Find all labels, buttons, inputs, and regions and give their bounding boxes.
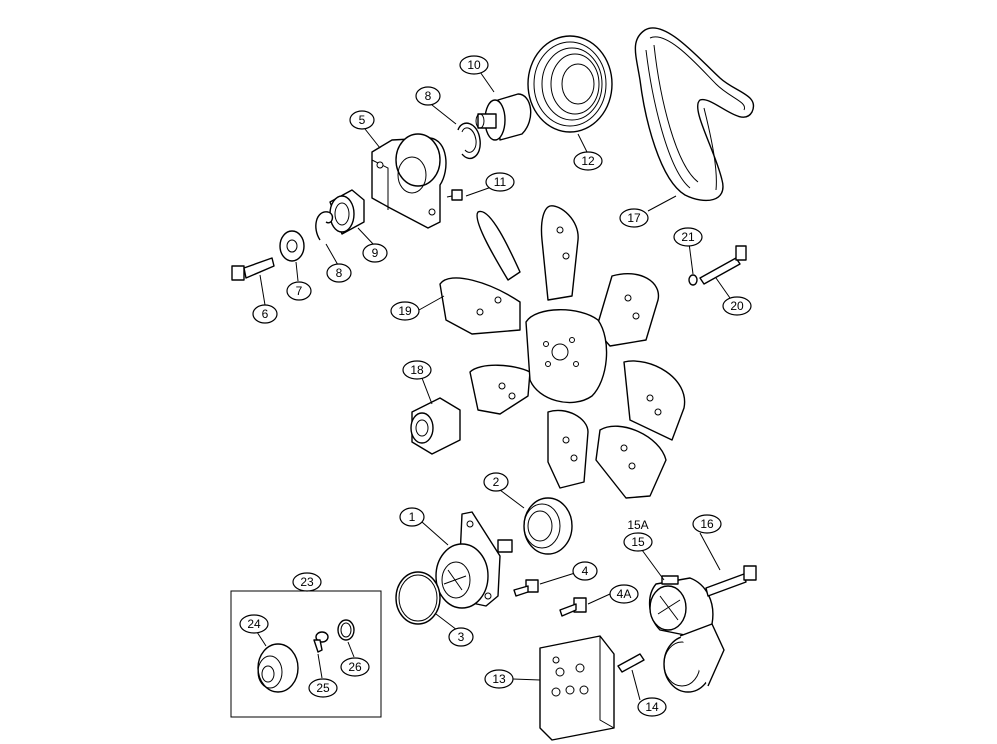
svg-text:10: 10 <box>467 58 481 72</box>
part-mounting-plate <box>539 635 615 741</box>
svg-text:12: 12 <box>581 154 595 168</box>
part-snap-ring-lower <box>315 211 334 241</box>
part-bolt-11 <box>446 189 463 201</box>
part-bolt-4a <box>559 597 587 617</box>
svg-text:4: 4 <box>582 564 589 578</box>
svg-text:8: 8 <box>425 89 432 103</box>
svg-text:5: 5 <box>359 113 366 127</box>
callout-5: 5 <box>349 110 375 130</box>
part-fan <box>439 205 686 499</box>
svg-text:26: 26 <box>348 660 362 674</box>
svg-text:25: 25 <box>316 681 330 695</box>
callout-17: 17 <box>619 208 649 228</box>
callout-20: 20 <box>722 296 752 316</box>
callout-9: 9 <box>362 243 388 263</box>
part-bolt-16 <box>705 565 757 597</box>
svg-text:4A: 4A <box>617 587 632 601</box>
part-ring-26 <box>337 619 355 641</box>
svg-text:15A: 15A <box>627 518 648 532</box>
callout-8-upper: 8 <box>415 86 441 106</box>
kit-box-23 <box>230 590 382 718</box>
part-o-ring <box>395 571 441 625</box>
part-idler-24 <box>257 643 299 693</box>
callout-19: 19 <box>390 301 420 321</box>
part-bolt-25 <box>313 631 329 653</box>
svg-text:9: 9 <box>372 246 379 260</box>
part-bearing <box>329 189 365 235</box>
svg-text:6: 6 <box>262 307 269 321</box>
svg-text:17: 17 <box>627 211 641 225</box>
callout-11: 11 <box>485 172 515 192</box>
part-bolt-6 <box>231 257 275 281</box>
callout-7: 7 <box>286 281 312 301</box>
svg-text:2: 2 <box>493 475 500 489</box>
svg-text:16: 16 <box>700 517 714 531</box>
callout-1: 1 <box>399 507 425 527</box>
svg-text:1: 1 <box>409 510 416 524</box>
callout-25: 25 <box>308 678 338 698</box>
part-water-pump <box>435 511 513 609</box>
svg-text:11: 11 <box>494 175 507 189</box>
part-hub <box>475 93 532 141</box>
svg-text:23: 23 <box>300 575 314 589</box>
callout-3: 3 <box>448 627 474 647</box>
svg-text:20: 20 <box>730 299 744 313</box>
callout-6: 6 <box>252 304 278 324</box>
callout-4: 4 <box>572 561 598 581</box>
svg-text:24: 24 <box>247 617 261 631</box>
part-idler-15-pulley <box>663 623 725 693</box>
callout-4a: 4A <box>609 584 639 604</box>
callout-18: 18 <box>402 360 432 380</box>
part-serpentine-belt <box>634 27 755 202</box>
svg-text:13: 13 <box>492 672 506 686</box>
part-idler-2 <box>523 497 573 555</box>
callout-12: 12 <box>573 151 603 171</box>
svg-text:21: 21 <box>681 230 695 244</box>
callout-21: 21 <box>673 227 703 247</box>
callout-8-lower: 8 <box>326 263 352 283</box>
part-bolt-20 <box>699 245 747 285</box>
svg-text:7: 7 <box>296 284 303 298</box>
part-snap-ring-upper <box>457 122 481 159</box>
callout-24: 24 <box>239 614 269 634</box>
callout-15a: 15A <box>627 518 648 532</box>
part-housing <box>371 133 447 229</box>
svg-text:18: 18 <box>410 363 424 377</box>
svg-text:8: 8 <box>336 266 343 280</box>
svg-text:3: 3 <box>458 630 465 644</box>
svg-text:15: 15 <box>631 535 645 549</box>
part-washer-21 <box>688 274 698 286</box>
callout-26: 26 <box>340 657 370 677</box>
callout-15: 15 <box>623 532 653 552</box>
callout-23: 23 <box>292 572 322 592</box>
callout-14: 14 <box>637 697 667 717</box>
callout-13: 13 <box>484 669 514 689</box>
part-bolt-4 <box>513 579 539 597</box>
part-pulley <box>527 35 613 133</box>
part-bolt-14 <box>617 653 645 673</box>
part-spacer <box>410 397 461 455</box>
part-tensioner <box>649 575 714 637</box>
callout-10: 10 <box>459 55 489 75</box>
callout-16: 16 <box>692 514 722 534</box>
svg-text:14: 14 <box>645 700 659 714</box>
callout-2: 2 <box>483 472 509 492</box>
part-washer <box>279 230 305 262</box>
svg-text:19: 19 <box>398 304 412 318</box>
